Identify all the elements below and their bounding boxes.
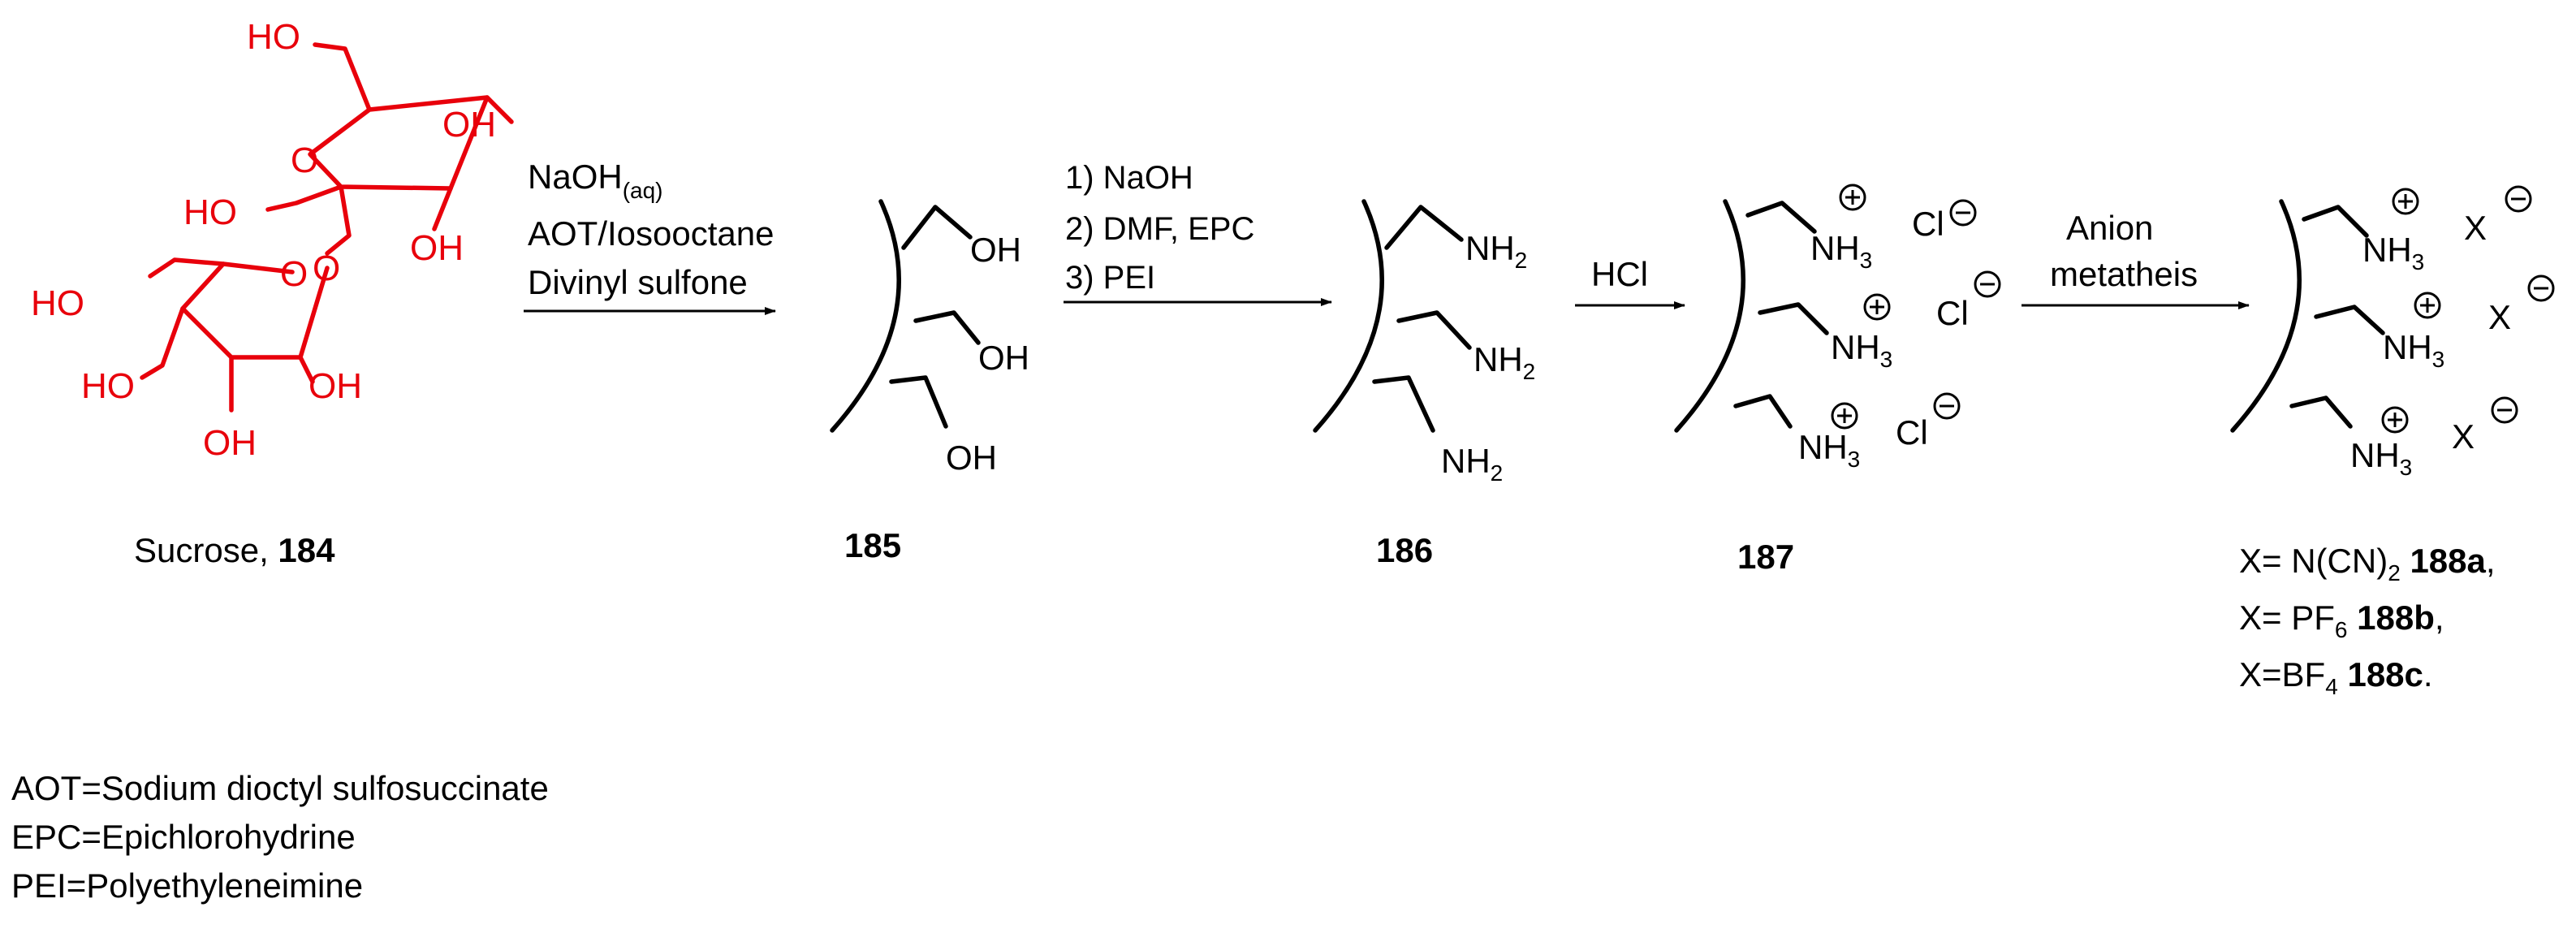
oh-mid-bond (432, 186, 453, 231)
sucrose-oh-bottom: OH (203, 423, 257, 463)
compound-188-structure: NH3 X NH3 X NH3 X (2230, 185, 2555, 480)
sucrose-oh-br: OH (309, 366, 362, 406)
cl-187-mid: Cl (1936, 294, 1969, 332)
x-188-mid: X (2488, 298, 2511, 336)
arm-185-bottom (889, 375, 948, 429)
compound-187-label: 187 (1737, 538, 1794, 576)
step2-line2: 2) DMF, EPC (1065, 211, 1254, 247)
product-188c: X=BF4 188c. (2239, 655, 2433, 699)
nh2-186-mid: NH2 (1474, 340, 1535, 384)
oh-bl-bond (140, 306, 185, 380)
nh2-186-bottom: NH2 (1441, 442, 1503, 486)
glycosidic-bond (325, 184, 352, 256)
support-arc-186 (1313, 199, 1384, 433)
plus-charge-icon (2392, 188, 2419, 215)
nh3-187-top: NH3 (1810, 229, 1872, 273)
arm-186-top (1384, 205, 1464, 250)
minus-charge-icon (1949, 199, 1977, 227)
arm-187-bottom (1733, 394, 1793, 429)
compound-187-structure: NH3 Cl NH3 Cl NH3 Cl (1674, 184, 2001, 472)
cl-187-top: Cl (1912, 205, 1944, 243)
arm-186-mid (1396, 310, 1472, 350)
step4-line1: Anion (2066, 209, 2153, 247)
nh3-188-bottom: NH3 (2350, 436, 2412, 480)
sucrose-structure: HO OH O HO OH O HO O HO OH OH (31, 17, 514, 463)
step3-label: HCl (1591, 255, 1648, 293)
step1-line3: Divinyl sulfone (528, 263, 748, 301)
sucrose-ho-bl: HO (81, 366, 135, 406)
sucrose-oh-mid: OH (410, 228, 464, 268)
arm-187-top (1745, 201, 1817, 234)
product-188a: X= N(CN)2 188a, (2239, 542, 2496, 585)
sucrose-ho-mid: HO (183, 192, 237, 232)
legend-aot: AOT=Sodium dioctyl sulfosuccinate (11, 769, 549, 807)
arm-185-mid (913, 310, 981, 345)
legend-epc: EPC=Epichlorohydrine (11, 818, 356, 856)
compound-184-label: Sucrose, 184 (134, 531, 335, 569)
sucrose-ring-o-bottom: O (280, 254, 308, 294)
oh-185-top: OH (970, 231, 1021, 269)
minus-charge-icon (1974, 270, 2001, 298)
cl-187-bottom: Cl (1896, 413, 1928, 452)
support-arc-187 (1674, 199, 1745, 433)
legend-pei: PEI=Polyethyleneimine (11, 866, 363, 905)
compound-186-label: 186 (1376, 531, 1433, 569)
sucrose-ring-o-top: O (291, 140, 318, 180)
minus-charge-icon (2527, 274, 2555, 302)
oh-185-bottom: OH (946, 439, 997, 477)
nh3-187-bottom: NH3 (1798, 428, 1860, 472)
oh-185-mid: OH (978, 339, 1029, 377)
compound-186-structure: NH2 NH2 NH2 (1313, 199, 1535, 486)
step1-line1: NaOH(aq) (528, 158, 663, 203)
minus-charge-icon (2505, 185, 2532, 213)
support-arc-188 (2230, 199, 2302, 433)
plus-charge-icon (2381, 406, 2409, 434)
support-arc-185 (830, 199, 901, 433)
step4-line2: metatheis (2050, 255, 2198, 293)
step1-line2: AOT/Iosooctane (528, 214, 775, 253)
compound-185-structure: OH OH OH (830, 199, 1029, 477)
oh-br-bond (298, 355, 315, 384)
arm-188-bottom (2289, 395, 2353, 429)
sucrose-oh-right-top: OH (442, 105, 496, 145)
x-188-bottom: X (2452, 417, 2475, 456)
nh3-188-mid: NH3 (2383, 328, 2444, 372)
arm-185-top (901, 205, 973, 250)
furanose-ring-bonds (308, 95, 490, 191)
arm-187-mid (1758, 302, 1829, 335)
step2-line3: 3) PEI (1065, 260, 1155, 296)
step2-line1: 1) NaOH (1065, 160, 1193, 196)
ch2oh-top-bond (313, 42, 372, 112)
nh3-187-mid: NH3 (1831, 328, 1892, 372)
sucrose-ho-top: HO (247, 17, 300, 57)
minus-charge-icon (1933, 392, 1961, 420)
minus-charge-icon (2491, 396, 2518, 424)
nh3-188-top: NH3 (2362, 231, 2424, 274)
arm-186-bottom (1372, 375, 1435, 433)
plus-charge-icon (2414, 292, 2441, 319)
plus-charge-icon (1863, 293, 1891, 321)
arm-188-mid (2314, 305, 2385, 335)
plus-charge-icon (1839, 184, 1866, 211)
ch2oh-mid-bond (265, 184, 343, 212)
plus-charge-icon (1831, 402, 1858, 430)
compound-185-label: 185 (844, 526, 901, 564)
nh2-186-top: NH2 (1465, 229, 1527, 273)
oh-right-top-bond (485, 95, 514, 124)
arm-188-top (2302, 205, 2369, 238)
ch2oh-left-bond (148, 257, 226, 279)
product-188b: X= PF6 188b, (2239, 598, 2444, 642)
sucrose-ho-left: HO (31, 283, 84, 323)
x-188-top: X (2464, 209, 2487, 247)
pyranose-ring-bonds (180, 261, 330, 360)
sucrose-bridge-o: O (313, 248, 340, 288)
